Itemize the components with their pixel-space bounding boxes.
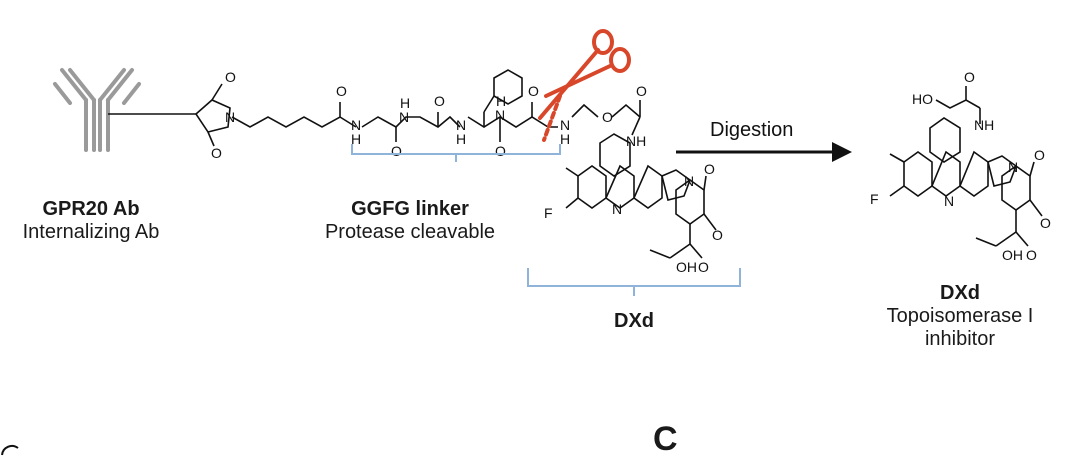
product-label: DXd Topoisomerase I inhibitor <box>850 282 1070 351</box>
svg-text:N: N <box>495 107 505 123</box>
svg-text:N: N <box>399 109 409 125</box>
product-bonds <box>889 86 1043 247</box>
svg-text:O: O <box>964 69 975 85</box>
payload-bracket-label: DXd <box>614 310 654 332</box>
svg-text:N: N <box>612 201 622 217</box>
panel-letter: C <box>653 420 678 458</box>
product-subtitle-line1: Topoisomerase I <box>886 305 1034 327</box>
svg-text:N: N <box>351 117 361 133</box>
svg-text:O: O <box>434 93 445 109</box>
svg-text:H: H <box>456 131 466 147</box>
svg-text:O: O <box>225 69 236 85</box>
svg-text:OH: OH <box>676 259 697 275</box>
antibody-icon <box>53 68 141 152</box>
svg-text:O: O <box>602 109 613 125</box>
svg-text:O: O <box>1026 247 1037 263</box>
svg-text:F: F <box>870 191 879 207</box>
svg-text:H: H <box>560 131 570 147</box>
svg-text:O: O <box>336 83 347 99</box>
conjugate-bonds <box>108 69 717 259</box>
svg-text:N: N <box>944 193 954 209</box>
linker-bracket <box>351 144 561 162</box>
linker-subtitle: Protease cleavable <box>324 221 496 243</box>
antibody-subtitle: Internalizing Ab <box>22 221 160 243</box>
dxd-bracket <box>527 268 741 296</box>
scissors-icon <box>538 29 631 142</box>
linker-label: GGFG linker Protease cleavable <box>310 198 510 244</box>
partial-panel-glyph <box>1 444 19 456</box>
linker-title: GGFG linker <box>351 198 469 220</box>
svg-text:OH: OH <box>1002 247 1023 263</box>
svg-text:NH: NH <box>974 117 994 133</box>
product-atom-labels: HO O NH F N N O O OH O <box>870 69 1051 263</box>
svg-text:O: O <box>712 227 723 243</box>
svg-text:H: H <box>496 93 506 109</box>
svg-text:O: O <box>1040 215 1051 231</box>
svg-text:O: O <box>391 143 402 159</box>
svg-text:N: N <box>225 109 235 125</box>
svg-text:O: O <box>528 83 539 99</box>
svg-text:H: H <box>400 95 410 111</box>
svg-text:N: N <box>684 173 694 189</box>
product-title: DXd <box>940 282 980 304</box>
svg-text:H: H <box>351 131 361 147</box>
svg-text:NH: NH <box>626 133 646 149</box>
arrow-label: Digestion <box>710 119 793 141</box>
svg-text:F: F <box>544 205 553 221</box>
svg-text:O: O <box>704 161 715 177</box>
conjugate-atom-labels: O O N O N H H N O O N H H N O O N H O O … <box>211 69 723 275</box>
svg-text:O: O <box>698 259 709 275</box>
product-subtitle-line2: inhibitor <box>924 328 996 350</box>
svg-text:N: N <box>560 117 570 133</box>
digestion-arrow <box>676 142 852 162</box>
svg-text:O: O <box>211 145 222 161</box>
svg-text:O: O <box>636 83 647 99</box>
svg-text:N: N <box>1008 159 1018 175</box>
svg-text:N: N <box>456 117 466 133</box>
antibody-label: GPR20 Ab Internalizing Ab <box>6 198 176 244</box>
svg-text:O: O <box>1034 147 1045 163</box>
antibody-title: GPR20 Ab <box>42 198 140 220</box>
svg-text:O: O <box>495 143 506 159</box>
svg-text:HO: HO <box>912 91 933 107</box>
